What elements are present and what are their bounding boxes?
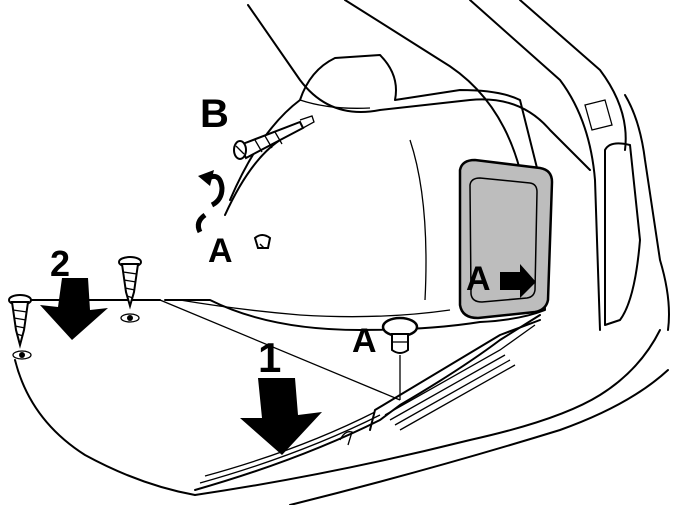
step-2-label: 2 [50,243,70,284]
rotate-arrow-icon [195,170,225,234]
car-body-outline [14,0,670,505]
label-a-pin: A [352,322,377,360]
trim-clip-icon [253,234,272,249]
down-arrow-icon [40,278,108,340]
screw-icon [233,115,315,160]
label-a-clip: A [208,232,233,270]
step-1-label: 1 [258,334,281,381]
label-b: B [200,92,229,136]
down-arrow-icon [240,378,322,455]
latch-icon [584,99,613,131]
push-pin-clip-icon [381,316,419,354]
label-a-panel: A [466,260,491,298]
sill-scuff-plate [194,314,541,491]
right-arrow-icon [500,264,536,298]
screw-icon [8,294,32,360]
screw-icon [118,256,142,323]
